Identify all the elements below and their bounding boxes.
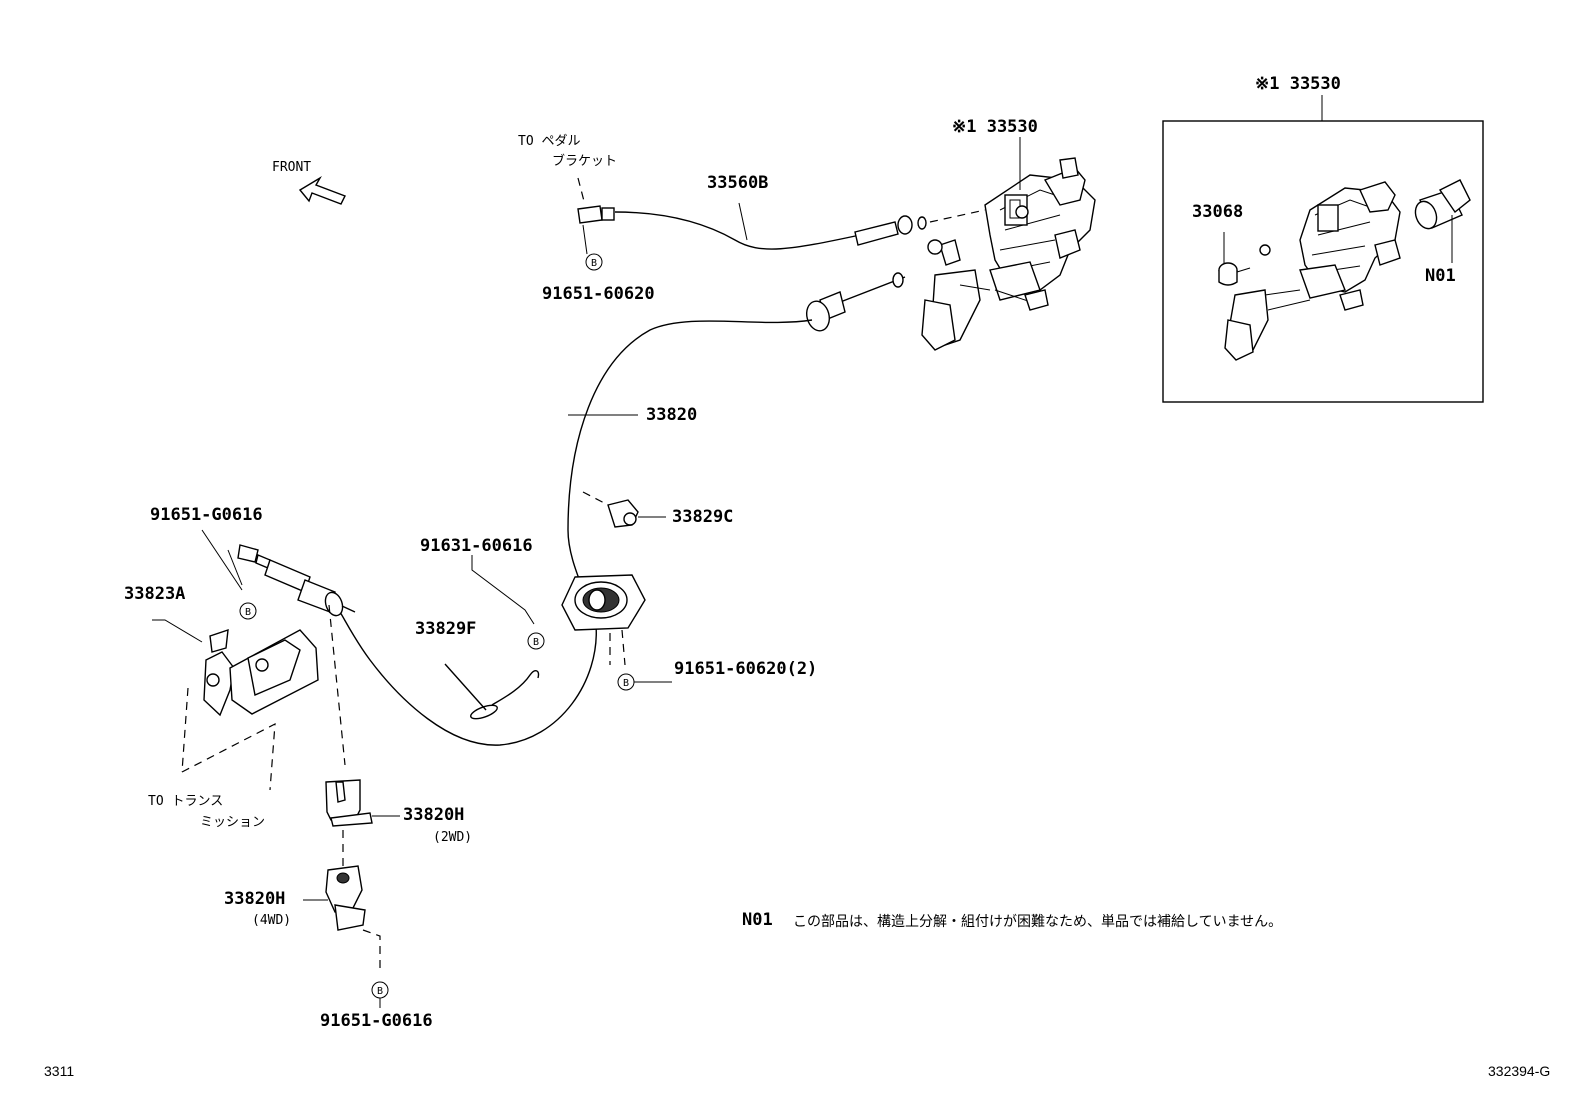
cable-end-left xyxy=(227,544,356,766)
callout-33820H-2wd: 33820H xyxy=(403,805,465,825)
svg-text:B: B xyxy=(623,678,629,689)
callout-33530-main: ※1 33530 xyxy=(952,117,1038,137)
svg-text:B: B xyxy=(591,258,597,269)
callout-33829C: 33829C xyxy=(672,507,734,527)
front-label: FRONT xyxy=(272,160,312,175)
footer-figure-id: 332394-G xyxy=(1488,1063,1551,1079)
bracket-33820H-4wd xyxy=(303,865,381,970)
note-text: この部品は、構造上分解・組付けが困難なため、単品では補給していません。 xyxy=(793,913,1283,929)
callout-33823A: 33823A xyxy=(124,584,186,604)
label-2wd: (2WD) xyxy=(433,830,473,845)
shift-lever-assembly xyxy=(921,157,1096,351)
bolt-marker-left: B xyxy=(239,602,257,620)
svg-text:B: B xyxy=(245,607,251,618)
callout-91631-60616: 91631-60616 xyxy=(420,536,533,556)
callout-91651-G0616-bottom: 91651-G0616 xyxy=(320,1011,433,1031)
bracket-33820H-2wd xyxy=(325,779,400,870)
label-4wd: (4WD) xyxy=(252,913,292,928)
cable-33560B xyxy=(577,177,986,250)
to-pedal-label-line2: ブラケット xyxy=(552,154,618,169)
note-code: N01 xyxy=(742,910,773,930)
detail-box xyxy=(1162,120,1484,403)
bolt-marker-bottom: B xyxy=(371,981,389,999)
callout-91651-60620-2: 91651-60620(2) xyxy=(674,659,818,679)
front-arrow-icon xyxy=(298,176,346,205)
svg-text:B: B xyxy=(533,637,539,648)
callout-91651-60620-top: 91651-60620 xyxy=(542,284,655,304)
callout-33829F: 33829F xyxy=(415,619,477,639)
bolt-marker-top: B xyxy=(585,253,603,271)
svg-text:B: B xyxy=(377,986,383,997)
callout-33560B: 33560B xyxy=(707,173,769,193)
callout-33820H-4wd: 33820H xyxy=(224,889,286,909)
part-33068 xyxy=(1218,232,1251,286)
shift-lever-assembly-detail xyxy=(1224,181,1401,361)
callout-33068: 33068 xyxy=(1192,202,1244,222)
callout-91651-G0616-left: 91651-G0616 xyxy=(150,505,263,525)
to-transmission-label-line1: TO トランス xyxy=(148,794,224,809)
to-transmission-label-line2: ミッション xyxy=(200,815,266,830)
bracket-33823A xyxy=(152,619,319,791)
callout-N01: N01 xyxy=(1425,266,1456,286)
part-N01-cylinder xyxy=(1414,179,1471,263)
to-pedal-label-line1: TO ペダル xyxy=(518,134,581,149)
clip-33829F xyxy=(444,663,540,720)
cable-33820 xyxy=(339,272,906,746)
callout-33530-box: ※1 33530 xyxy=(1255,74,1341,94)
bolt-marker-clip: B xyxy=(527,632,545,650)
bolt-marker-grommet: B xyxy=(617,673,635,691)
callout-33820: 33820 xyxy=(646,405,698,425)
footer-section-number: 3311 xyxy=(44,1063,75,1079)
grommet-boot xyxy=(561,574,646,666)
clamp-33829C xyxy=(607,499,666,528)
